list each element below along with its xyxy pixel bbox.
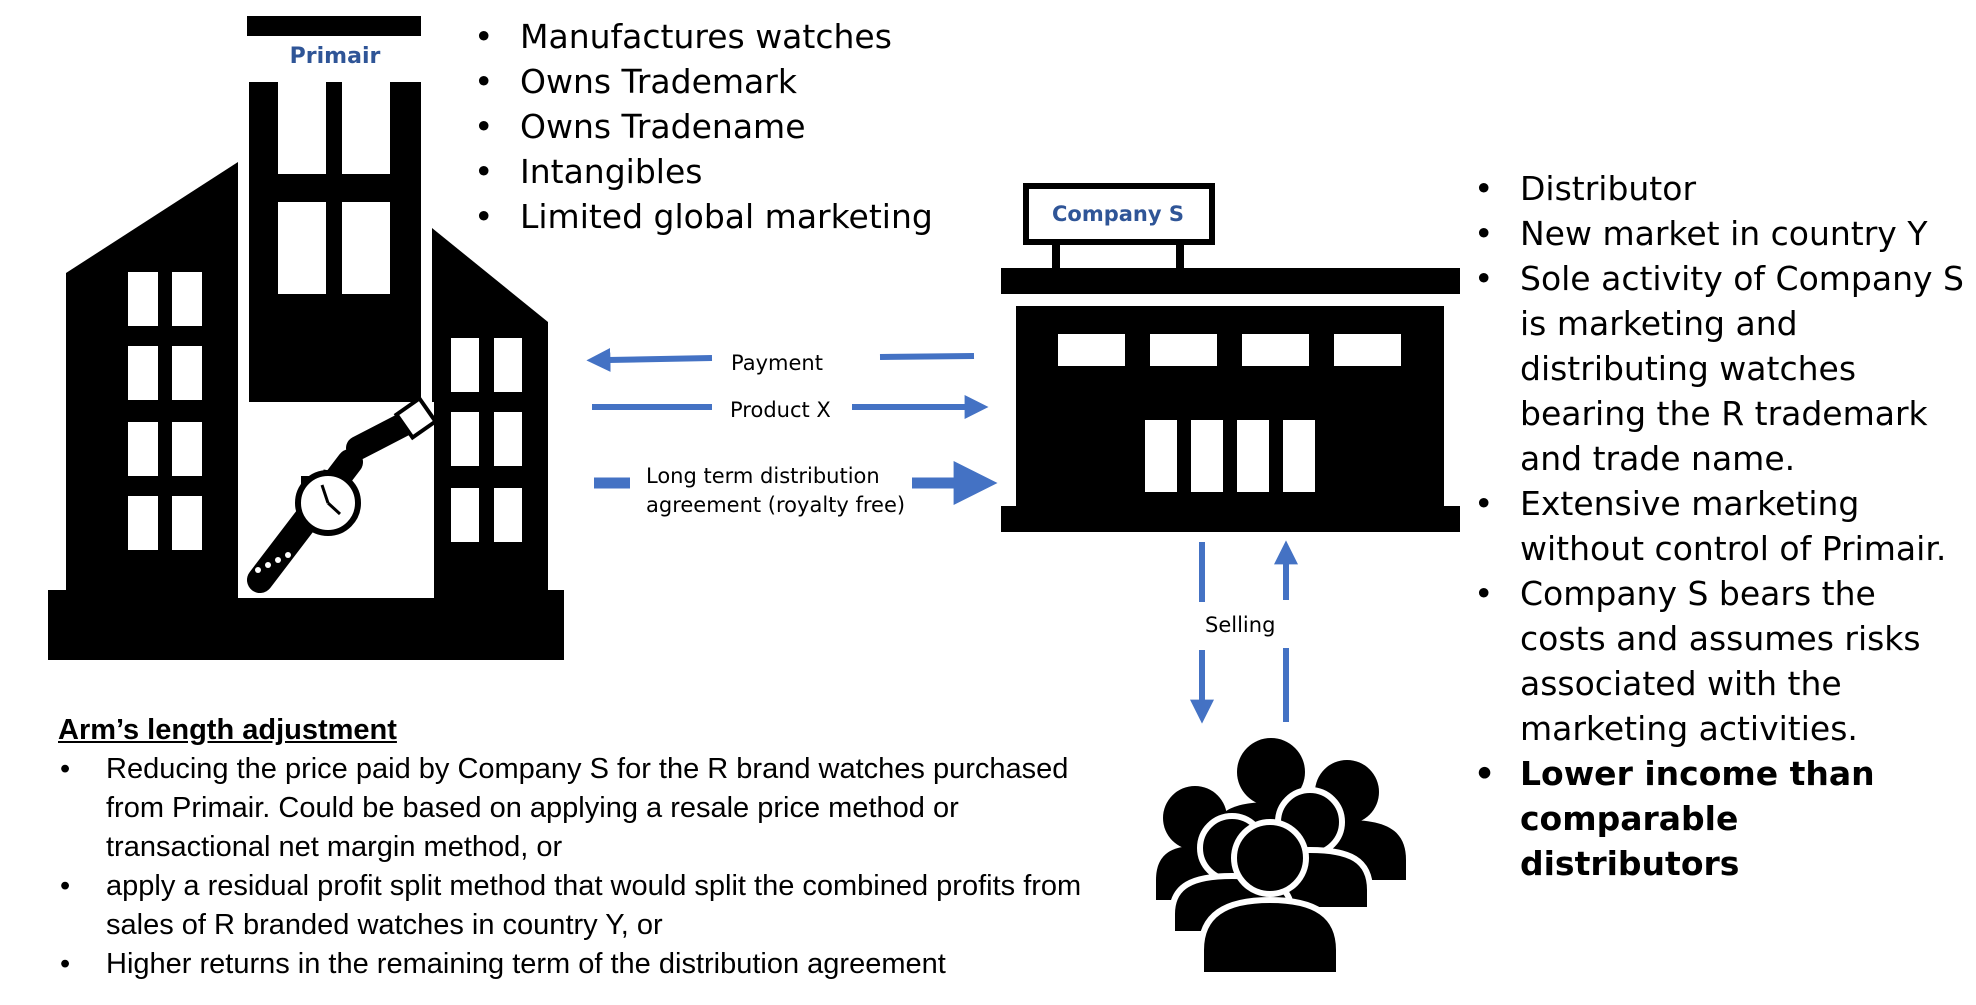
list-item: Higher returns in the remaining term of … bbox=[58, 945, 1118, 984]
watch-icon bbox=[247, 395, 439, 593]
list-item: apply a residual profit split method tha… bbox=[58, 867, 1118, 945]
primair-sign: Primair bbox=[289, 44, 381, 69]
company-s-store-icon bbox=[1001, 183, 1460, 532]
adjustment-list: Reducing the price paid by Company S for… bbox=[58, 750, 1118, 984]
list-item: Owns Trademark bbox=[468, 59, 933, 104]
list-item: Company S bears the costs and assumes ri… bbox=[1468, 571, 1968, 751]
list-item: Lower income than comparable distributor… bbox=[1468, 751, 1968, 886]
payment-arrow bbox=[586, 347, 975, 372]
adjustment-title: Arm’s length adjustment bbox=[58, 714, 397, 746]
selling-arrows bbox=[1190, 540, 1298, 724]
list-item: Owns Tradename bbox=[468, 104, 933, 149]
company-s-attributes: Distributor New market in country Y Sole… bbox=[1468, 166, 1968, 886]
selling-label: Selling bbox=[1205, 613, 1276, 637]
product-label: Product X bbox=[730, 398, 831, 422]
payment-label: Payment bbox=[731, 351, 823, 375]
company-s-sign: Company S bbox=[1052, 202, 1184, 226]
primair-attributes: Manufactures watches Owns Trademark Owns… bbox=[468, 14, 933, 239]
list-item: Extensive marketing without control of P… bbox=[1468, 481, 1968, 571]
list-item: Manufactures watches bbox=[468, 14, 933, 59]
list-item: Limited global marketing bbox=[468, 194, 933, 239]
list-item: Sole activity of Company S is marketing … bbox=[1468, 256, 1968, 481]
list-item: Reducing the price paid by Company S for… bbox=[58, 750, 1118, 867]
list-item: Distributor bbox=[1468, 166, 1968, 211]
arms-length-adjustment: Arm’s length adjustment Reducing the pri… bbox=[58, 712, 1118, 984]
customers-icon bbox=[1156, 738, 1406, 978]
list-item: New market in country Y bbox=[1468, 211, 1968, 256]
list-item: Intangibles bbox=[468, 149, 933, 194]
